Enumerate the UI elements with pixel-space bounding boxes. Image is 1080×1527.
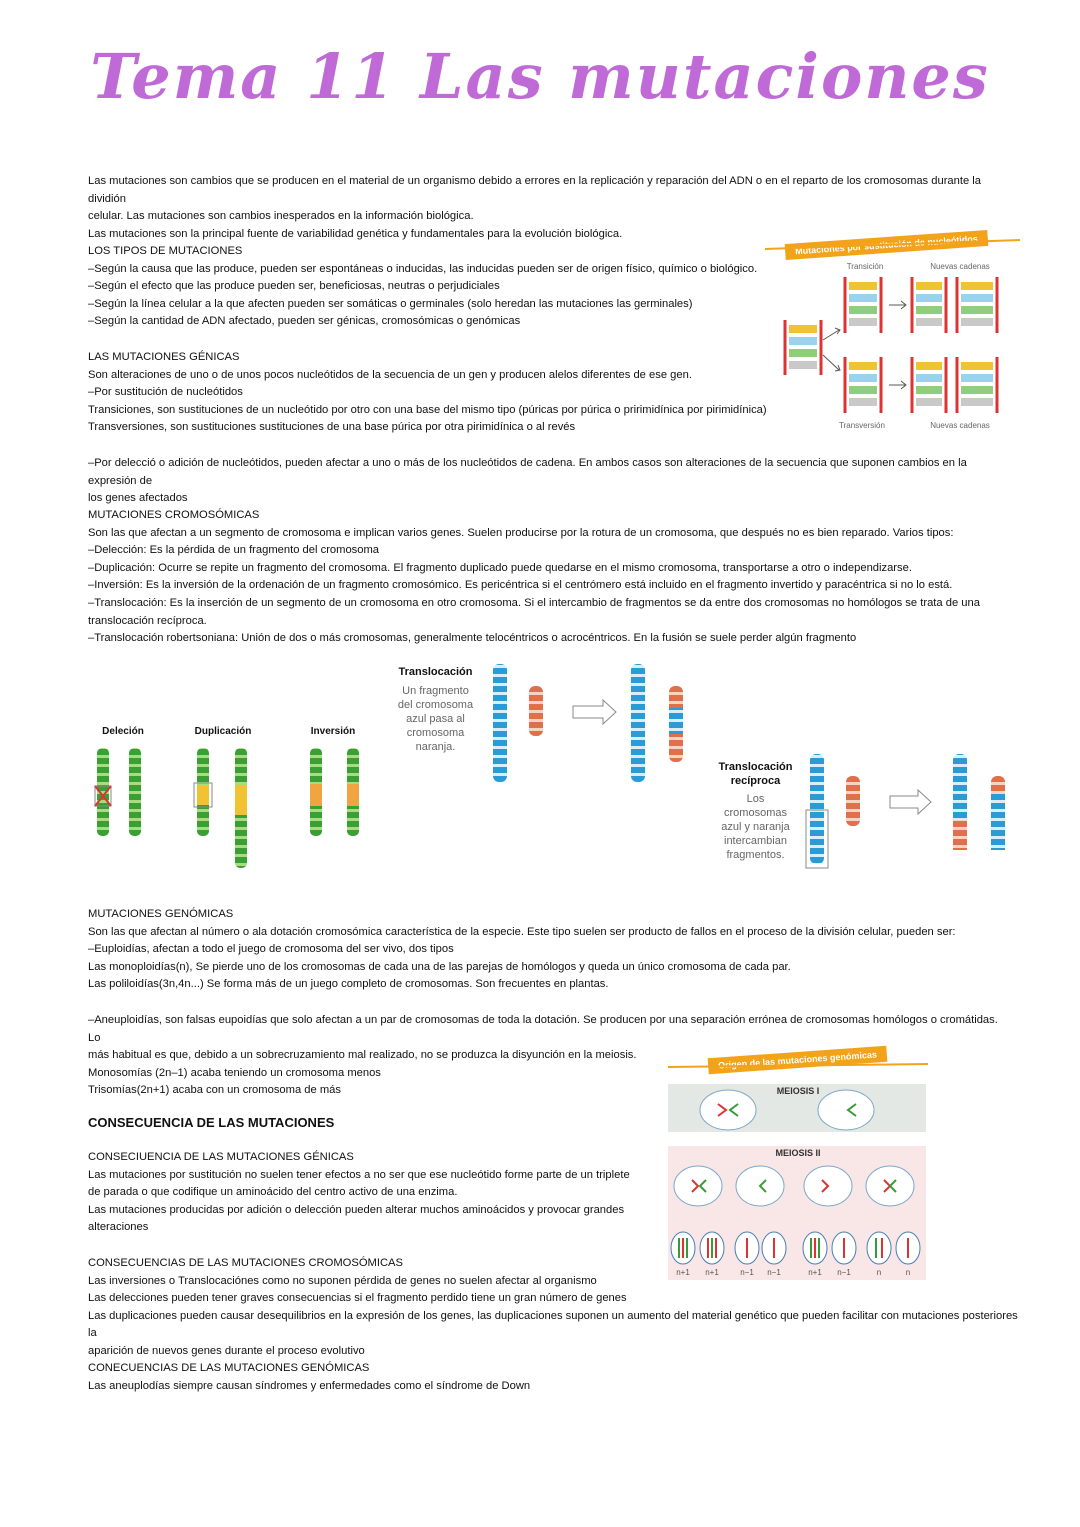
page-title: Tema 11 Las mutaciones — [90, 40, 990, 113]
text-line: recíproca — [730, 775, 781, 787]
text-line: –Aneuploidías, son falsas eupoidías que … — [88, 1014, 998, 1044]
consecuencias-cromosomicas: CONSECUENCIAS DE LAS MUTACIONES CROMOSÓM… — [88, 1255, 1018, 1361]
meiosis-ii-label: MEIOSIS II — [775, 1148, 821, 1158]
text-line: Son las que afectan al número o ala dota… — [88, 925, 956, 938]
text-line: –Translocación: Es la inserción de un se… — [88, 596, 980, 609]
ploidy-label: n−1 — [767, 1268, 781, 1277]
text-line: Los — [746, 793, 765, 805]
translocacion-label: Translocación — [398, 666, 473, 678]
text-line: Las aneuplodías siempre causan síndromes… — [88, 1379, 531, 1392]
text-line: –Inversión: Es la inversión de la ordena… — [88, 579, 953, 592]
ploidy-label: n−1 — [837, 1268, 851, 1277]
transversion-label: Transversión — [839, 421, 885, 430]
text-line: celular. Las mutaciones son cambios ines… — [88, 210, 474, 223]
text-line: –Según el efecto que las produce pueden … — [88, 280, 500, 293]
consecuencias-genicas: CONSECIUENCIA DE LAS MUTACIONES GÉNICAS … — [88, 1149, 648, 1237]
duplicacion-label: Duplicación — [194, 726, 252, 737]
consecuencias-heading: CONSECUENCIA DE LAS MUTACIONES — [88, 1115, 335, 1130]
text-line: Son alteraciones de uno o de unos pocos … — [88, 368, 692, 381]
nuevas-cadenas-label: Nuevas cadenas — [930, 421, 990, 430]
text-line: Las mutaciones son la principal fuente d… — [88, 227, 623, 240]
meiosis-i-label: MEIOSIS I — [776, 1086, 820, 1096]
transicion-label: Transición — [846, 262, 884, 271]
text-line: –Por delecció o adición de nucleótidos, … — [88, 457, 967, 487]
text-line: más habitual es que, debido a un sobrecr… — [88, 1049, 637, 1062]
section-heading: CONECUENCIAS DE LAS MUTACIONES GENÓMICAS — [88, 1362, 370, 1374]
text-line: naranja. — [415, 741, 456, 753]
inversion-label: Inversión — [310, 726, 356, 737]
section-heading: CONSECUENCIAS DE LAS MUTACIONES CROMOSÓM… — [88, 1257, 403, 1269]
text-line: Monosomías (2n–1) acaba teniendo un crom… — [88, 1066, 381, 1079]
text-line: Las inversiones o Translocaciónes como n… — [88, 1274, 597, 1287]
text-line: –Según la línea celular a la que afecten… — [88, 297, 693, 310]
ploidy-label: n−1 — [740, 1268, 754, 1277]
cromosomicas-section: MUTACIONES CROMOSÓMICAS Son las que afec… — [88, 507, 1008, 648]
text-line: Las monoploidías(n), Se pierde uno de lo… — [88, 960, 791, 973]
genomic-figure: Origen de las mutaciones genómicas MEIOS… — [668, 1045, 928, 1282]
text-line: Las poliloidías(3n,4n...) Se forma más d… — [88, 978, 609, 991]
nuevas-cadenas-label: Nuevas cadenas — [930, 262, 990, 271]
text-line: translocación recíproca. — [88, 614, 207, 627]
text-line: Las duplicaciones pueden causar desequil… — [88, 1309, 1018, 1340]
text-line: –Por sustitución de nucleótidos — [88, 386, 243, 399]
text-line: Las mutaciones por sustitución no suelen… — [88, 1168, 630, 1181]
text-line: Las delecciones pueden tener graves cons… — [88, 1292, 627, 1305]
text-line: Transiciones, son sustituciones de un nu… — [88, 403, 767, 416]
meiosis-diagram — [668, 1063, 928, 1280]
substitution-figure: Mutaciones por sustitución de nucleótido… — [765, 229, 1020, 435]
text-line: –Duplicación: Ocurre se repite un fragme… — [88, 561, 912, 574]
reciproca-label: Translocación recíproca — [703, 760, 808, 788]
text-line: cromosoma — [406, 727, 465, 739]
text-line: Son las que afectan a un segmento de cro… — [88, 526, 954, 539]
text-line: azul pasa al — [406, 713, 465, 725]
text-line: los genes afectados — [88, 492, 188, 505]
text-line: alteraciones — [88, 1221, 149, 1234]
reciproca-description: Los cromosomas azul y naranja intercambi… — [703, 792, 808, 862]
genicas-section: LAS MUTACIONES GÉNICAS Son alteraciones … — [88, 349, 768, 437]
ploidy-label: n+1 — [676, 1268, 690, 1277]
text-line: –Euploidías, afectan a todo el juego de … — [88, 943, 454, 956]
consecuencias-genomicas: CONECUENCIAS DE LAS MUTACIONES GENÓMICAS… — [88, 1360, 1008, 1395]
section-heading: MUTACIONES GENÓMICAS — [88, 908, 234, 920]
text-line: Trisomías(2n+1) acaba con un cromosoma d… — [88, 1084, 341, 1097]
aneuploidias-paragraph: –Aneuploidías, son falsas eupoidías que … — [88, 1012, 1008, 1100]
ploidy-label: n+1 — [705, 1268, 719, 1277]
tipos-section: LOS TIPOS DE MUTACIONES –Según la causa … — [88, 243, 768, 331]
substitution-diagram — [765, 239, 1020, 413]
text-line: –Delección: Es la pérdida de un fragment… — [88, 544, 380, 557]
text-line: azul y naranja — [721, 821, 790, 833]
ploidy-label: n+1 — [808, 1268, 822, 1277]
section-heading: MUTACIONES CROMOSÓMICAS — [88, 509, 260, 521]
delecion-label: Deleción — [102, 726, 144, 737]
intro-paragraph: Las mutaciones son cambios que se produc… — [88, 173, 1008, 243]
text-line: Las mutaciones son cambios que se produc… — [88, 175, 982, 205]
chromosome-diagram — [94, 664, 1005, 869]
ploidy-label: n — [876, 1268, 882, 1277]
genomicas-section: MUTACIONES GENÓMICAS Son las que afectan… — [88, 906, 1008, 994]
text-line: –Según la cantidad de ADN afectado, pued… — [88, 315, 521, 328]
section-heading: LOS TIPOS DE MUTACIONES — [88, 245, 243, 257]
text-line: intercambian — [724, 835, 787, 847]
text-line: –Según la causa que las produce, pueden … — [88, 262, 758, 275]
text-line: aparición de nuevos genes durante el pro… — [88, 1344, 365, 1357]
text-line: Transversiones, son sustituciones sustit… — [88, 421, 576, 434]
text-line: Un fragmento — [402, 685, 469, 697]
text-line: cromosomas — [724, 807, 787, 819]
section-heading: CONSECIUENCIA DE LAS MUTACIONES GÉNICAS — [88, 1151, 354, 1163]
text-line: Las mutaciones producidas por adición o … — [88, 1203, 625, 1216]
ploidy-label: n — [905, 1268, 911, 1277]
chromosomal-figure: Deleción Duplicación Inversión Transloca… — [88, 660, 1023, 880]
translocacion-description: Un fragmento del cromosoma azul pasa al … — [378, 684, 493, 754]
text-line: de parada o que codifique un aminoácido … — [88, 1186, 458, 1199]
text-line: Translocación — [718, 761, 793, 773]
text-line: –Translocación robertsoniana: Unión de d… — [88, 632, 857, 645]
text-line: del cromosoma — [397, 699, 474, 711]
section-heading: LAS MUTACIONES GÉNICAS — [88, 351, 240, 363]
genicas-extra: –Por delecció o adición de nucleótidos, … — [88, 455, 1008, 508]
text-line: fragmentos. — [726, 849, 785, 861]
